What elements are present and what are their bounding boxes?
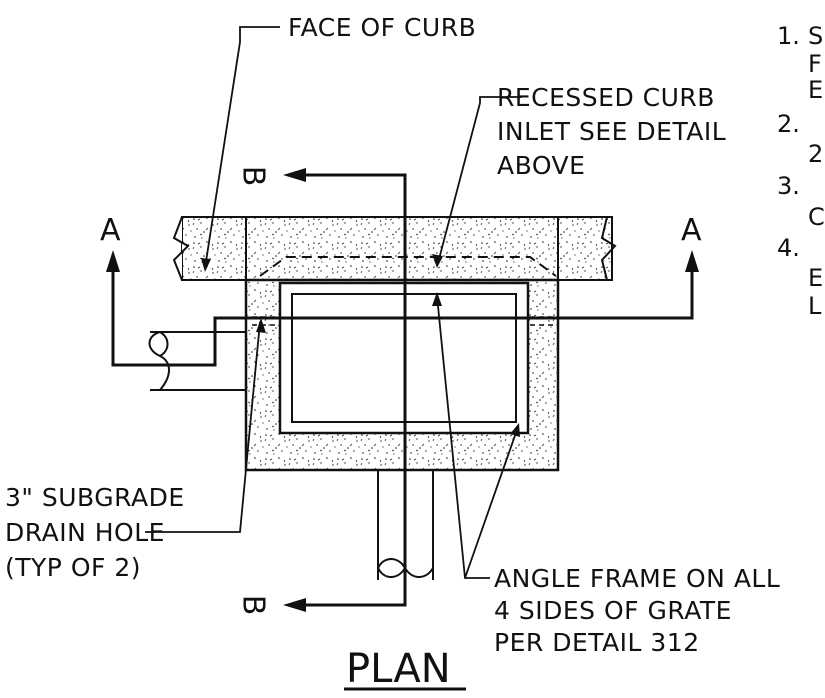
section-line-a	[106, 250, 699, 367]
curb-band	[172, 216, 617, 281]
section-line-b	[283, 168, 407, 612]
callout-recessed-line1: RECESSED CURB	[497, 83, 715, 112]
note-1-number: 1.	[777, 22, 800, 50]
notes-column: 1. S F E 2. 2 3. C 4. E L	[777, 22, 825, 320]
note-2-number: 2.	[777, 110, 800, 138]
callout-angle-line3: PER DETAIL 312	[494, 628, 700, 657]
note-2-fragment: 2	[808, 140, 823, 168]
note-4-fragment-2: L	[808, 292, 822, 320]
section-mark-a-left: A	[100, 213, 121, 248]
side-pipe	[148, 331, 246, 391]
note-1-fragment-2: F	[808, 50, 822, 78]
note-3-number: 3.	[777, 172, 800, 200]
callout-drain-line1: 3" SUBGRADE	[5, 483, 185, 512]
callout-recessed-line2: INLET SEE DETAIL	[497, 117, 726, 146]
section-mark-b-top: B	[236, 166, 271, 187]
callout-angle-line2: 4 SIDES OF GRATE	[494, 596, 732, 625]
note-4-fragment-1: E	[808, 264, 823, 292]
note-1-fragment-1: S	[808, 22, 823, 50]
plan-title: PLAN	[346, 646, 451, 692]
note-1-fragment-3: E	[808, 76, 823, 104]
callout-drain-line2: DRAIN HOLE	[5, 518, 165, 547]
leader-lines	[145, 26, 522, 579]
callout-face-of-curb: FACE OF CURB	[288, 13, 476, 42]
inlet-box	[244, 278, 560, 472]
callout-recessed-line3: ABOVE	[497, 151, 585, 180]
note-4-number: 4.	[777, 234, 800, 262]
callout-drain-line3: (TYP OF 2)	[5, 553, 141, 582]
leader-arrowheads	[201, 254, 520, 437]
section-mark-b-bottom: B	[236, 595, 271, 616]
section-mark-a-right: A	[681, 213, 702, 248]
note-3-fragment: C	[808, 203, 825, 231]
callout-angle-line1: ANGLE FRAME ON ALL	[494, 564, 780, 593]
